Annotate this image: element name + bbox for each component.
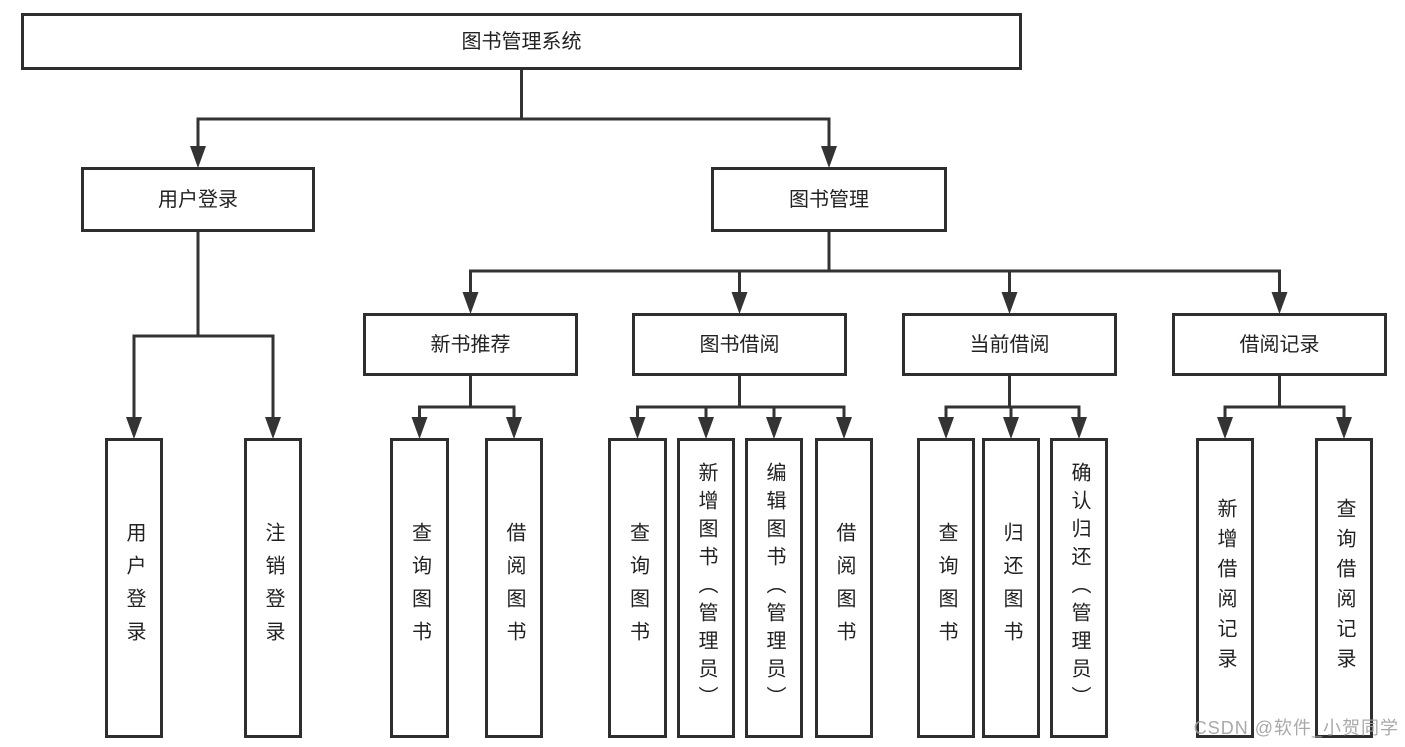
leaf-query-books-3: 查询图书 <box>917 438 975 738</box>
node-borrowing-records: 借阅记录 <box>1172 313 1387 376</box>
leaf-add-borrow-record: 新增借阅记录 <box>1196 438 1254 738</box>
node-current-borrowing-label: 当前借阅 <box>969 333 1050 356</box>
node-book-borrowing: 图书借阅 <box>632 313 847 376</box>
leaf-edit-books-admin: 编辑图书（管理员） <box>745 438 803 738</box>
leaf-query-borrow-record-label: 查询借阅记录 <box>1333 498 1355 678</box>
node-current-borrowing: 当前借阅 <box>902 313 1117 376</box>
leaf-add-books-admin-label: 新增图书（管理员） <box>695 462 717 714</box>
leaf-query-books-2-label: 查询图书 <box>626 522 649 654</box>
node-new-book-recommend-label: 新书推荐 <box>430 333 511 356</box>
node-book-borrowing-label: 图书借阅 <box>699 333 780 356</box>
leaf-query-books-1-label: 查询图书 <box>408 522 431 654</box>
node-new-book-recommend: 新书推荐 <box>363 313 578 376</box>
leaf-confirm-return-admin-label: 确认归还（管理员） <box>1068 462 1090 714</box>
leaf-user-login: 用户登录 <box>105 438 163 738</box>
leaf-borrow-books-1: 借阅图书 <box>485 438 543 738</box>
leaf-query-books-1: 查询图书 <box>390 438 449 738</box>
node-book-management-label: 图书管理 <box>789 188 869 211</box>
leaf-logout-label: 注销登录 <box>262 522 284 654</box>
leaf-borrow-books-2: 借阅图书 <box>815 438 873 738</box>
node-user-login: 用户登录 <box>81 167 315 232</box>
leaf-edit-books-admin-label: 编辑图书（管理员） <box>763 462 785 714</box>
node-root-label: 图书管理系统 <box>461 30 582 53</box>
node-borrowing-records-label: 借阅记录 <box>1239 333 1320 356</box>
leaf-borrow-books-2-label: 借阅图书 <box>833 522 855 654</box>
node-book-management: 图书管理 <box>711 167 947 232</box>
node-user-login-label: 用户登录 <box>158 188 238 211</box>
leaf-user-login-label: 用户登录 <box>123 522 145 654</box>
leaf-add-books-admin: 新增图书（管理员） <box>677 438 735 738</box>
leaf-return-books-label: 归还图书 <box>1000 522 1022 654</box>
leaf-logout: 注销登录 <box>244 438 302 738</box>
leaf-query-books-3-label: 查询图书 <box>935 522 957 654</box>
leaf-add-borrow-record-label: 新增借阅记录 <box>1214 498 1236 678</box>
leaf-query-books-2: 查询图书 <box>608 438 667 738</box>
leaf-query-borrow-record: 查询借阅记录 <box>1315 438 1373 738</box>
csdn-watermark: CSDN @软件_小贺同学 <box>1193 718 1399 738</box>
leaf-borrow-books-1-label: 借阅图书 <box>503 522 525 654</box>
leaf-confirm-return-admin: 确认归还（管理员） <box>1050 438 1108 738</box>
leaf-return-books: 归还图书 <box>982 438 1040 738</box>
node-root-system: 图书管理系统 <box>21 13 1022 70</box>
